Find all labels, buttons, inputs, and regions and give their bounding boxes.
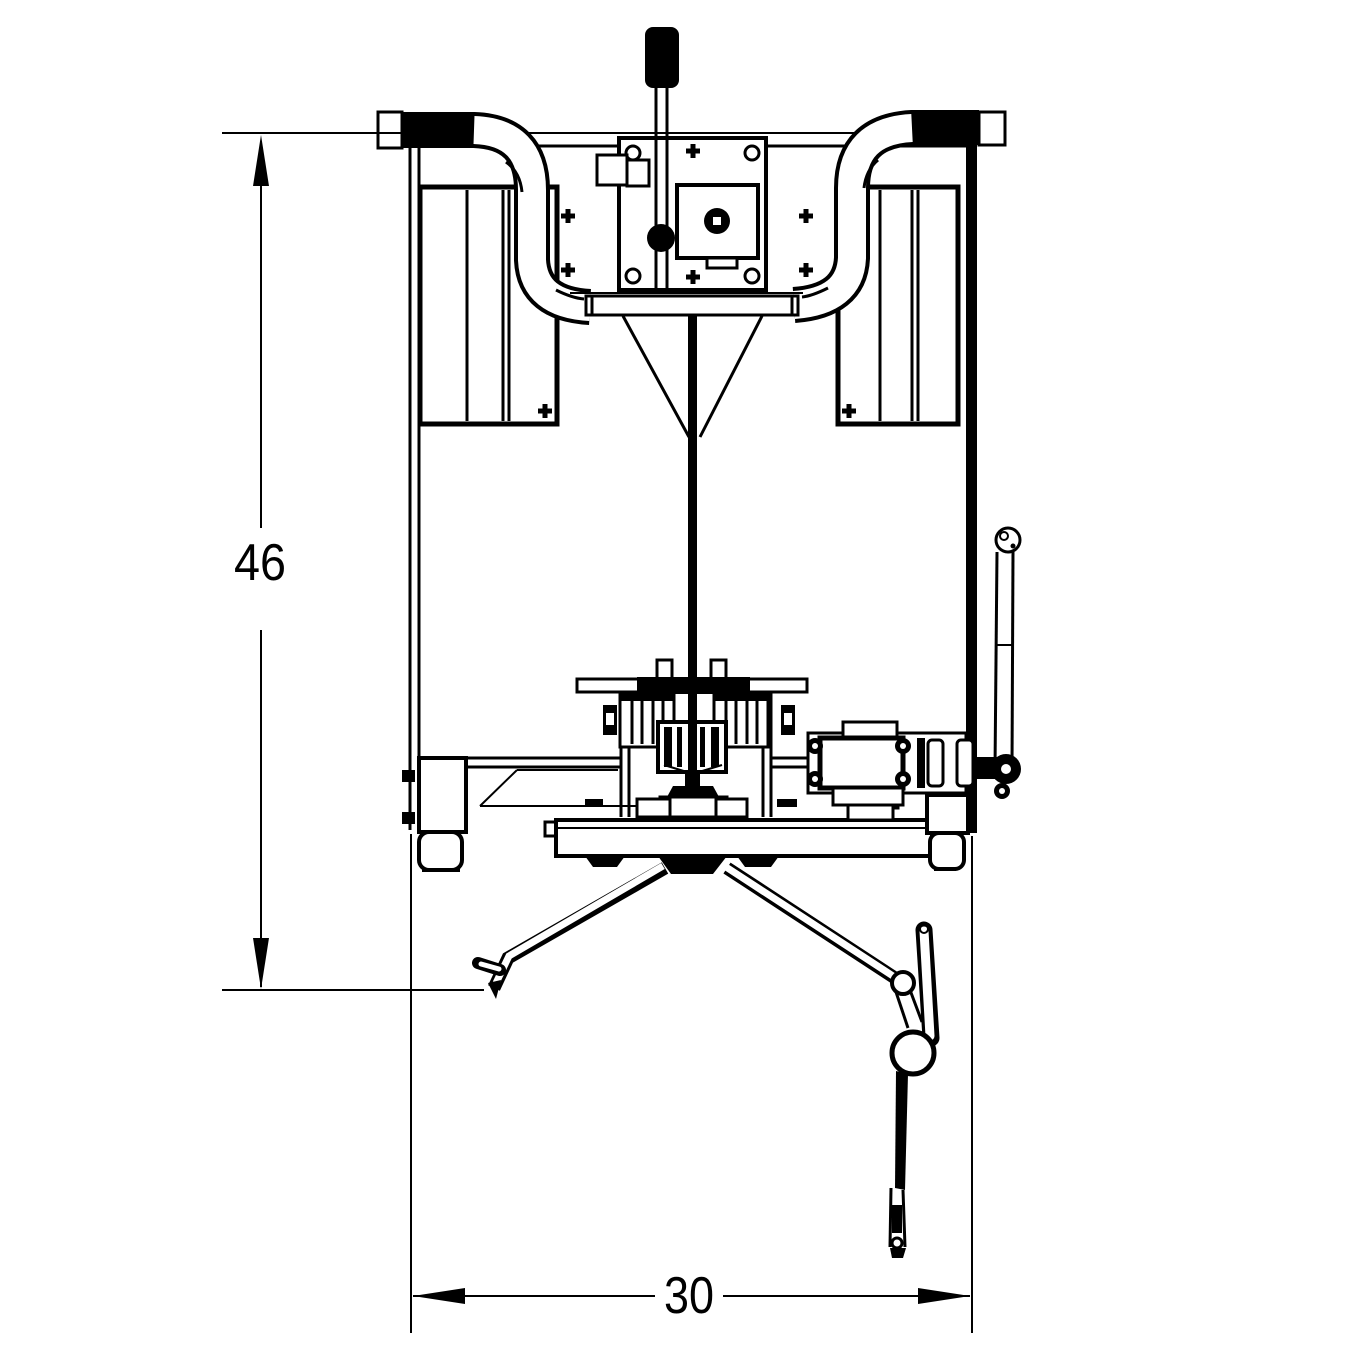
handle-grip-left [376,110,475,150]
plate-bolt-icon [686,144,700,158]
crank-rod [993,551,999,770]
leg-mount [658,856,727,874]
rail-tab [585,799,603,807]
body-bolt-icon [799,209,813,223]
arrow-down-icon [253,938,269,989]
strap-tip [890,1248,906,1258]
hanger-strap [888,1071,908,1258]
bolt-hole [743,144,761,162]
tube-shading [862,158,879,189]
tube-shading [801,286,829,299]
support-leg-right [723,862,924,1029]
strap-hole [890,1236,904,1250]
tube-shading [505,160,524,193]
arrow-left-icon [413,1288,465,1304]
control-lever [645,27,679,293]
handle-grip-right [911,110,1007,147]
bolt-hole [624,267,642,285]
link-bar [908,989,924,1023]
center-shaft [688,315,697,691]
funnel-left-edge [621,315,691,438]
plate-bolt-icon [686,270,700,284]
leg-pivot [890,970,916,996]
panel-bolt-icon [538,404,552,418]
plate-notch [705,256,739,270]
crank-rod [1010,551,1015,770]
height-dimension-label: 46 [234,534,286,592]
body-bolt-icon [799,263,813,277]
foot-block [714,797,749,819]
lever-pivot [647,224,675,252]
body-bolt-icon [561,263,575,277]
tube-shading [555,288,585,301]
roller-lever [889,921,940,1077]
coupling-slot [926,738,945,788]
arrow-up-icon [253,135,269,186]
bracket-tab [625,158,651,188]
coupling-slot [955,738,975,788]
shelf-diagonal [479,769,518,807]
gearbox-pedestal [831,786,905,807]
crank-handle [991,526,1022,799]
foot-block [635,797,672,819]
handle-tube-right [792,110,914,323]
caster-bracket [925,793,970,835]
body-bolt-icon [561,209,575,223]
link-bar [894,991,910,1029]
deck-foot [585,856,625,867]
base-pad [667,786,719,797]
arrow-right-icon [918,1288,970,1304]
lever-knob [645,27,679,88]
lever-hole [919,924,929,934]
handle-tube-left [472,112,592,325]
roller [889,1029,937,1077]
foot-pedal-tip [488,980,501,999]
caster-wheel [417,830,464,872]
bolt-hole [743,267,761,285]
width-dimension: 30 [410,834,973,1333]
panel-bolt-icon [842,404,856,418]
funnel-right-edge [698,315,764,438]
support-leg-left [472,862,669,999]
top-plate-assembly [561,136,813,292]
agitator-mechanism [420,658,810,819]
motor-body [817,735,906,791]
height-dimension: 46 [222,132,484,991]
crossbar [584,294,800,317]
rail-tab [777,799,797,807]
gearbox-pedestal [846,803,895,822]
right-edge-bar [966,145,977,833]
bracket-tab [595,153,629,187]
caster-wheel [928,831,966,871]
caster-right [925,793,970,871]
deck-foot [737,856,779,867]
deck-plate [554,818,934,858]
caster-left [402,756,468,872]
crank-knob [994,526,1022,554]
hopper-funnel [570,292,803,691]
caster-bracket [417,756,468,834]
stem [685,772,700,786]
width-dimension-label: 30 [664,1267,714,1325]
